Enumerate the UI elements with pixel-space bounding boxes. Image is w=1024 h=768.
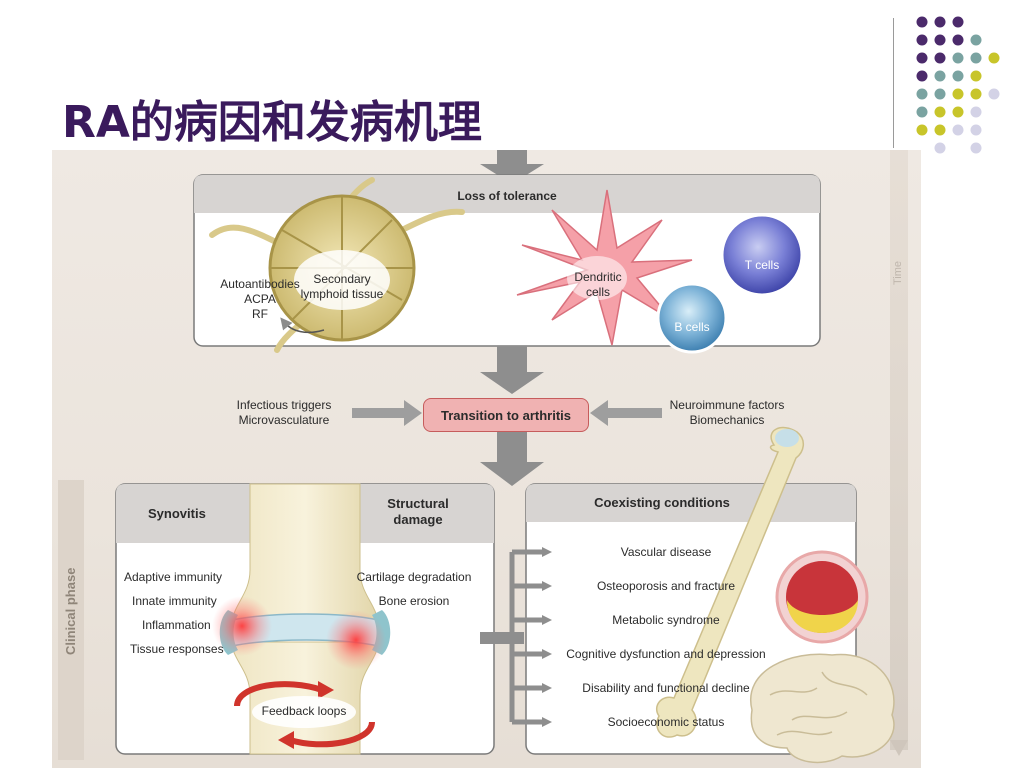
coexisting-branch-arrowheads — [542, 547, 552, 727]
title-divider-line — [893, 18, 894, 148]
structural-damage-header: Structural damage — [387, 496, 449, 527]
time-axis-bar — [890, 150, 908, 750]
dot-row-3 — [916, 52, 1000, 64]
clinical-phase-strip — [58, 480, 84, 760]
lymph-node-illustration — [209, 177, 465, 353]
neuroimmune-factors-label: Neuroimmune factors Biomechanics — [669, 398, 785, 427]
feedback-loops-label: Feedback loops — [261, 704, 347, 718]
arrow-to-coexisting — [480, 632, 524, 644]
feedback-loop-arrows — [234, 681, 375, 749]
synovitis-header: Synovitis — [148, 506, 206, 521]
dot-row-5 — [916, 88, 1000, 100]
dot-row-8 — [934, 142, 982, 154]
time-axis-label: Time — [892, 260, 904, 285]
diagram-graphics — [58, 150, 908, 764]
dot-row-4 — [916, 70, 982, 82]
synovitis-item-adaptive-immunity: Adaptive immunity — [124, 570, 223, 584]
artery-illustration — [775, 550, 869, 644]
synovitis-item-inflammation: Inflammation — [142, 618, 211, 632]
coexisting-item-socioeconomic-status: Socioeconomic status — [607, 715, 725, 729]
time-axis-arrow — [890, 740, 908, 756]
coexisting-item-osteoporosis: Osteoporosis and fracture — [596, 579, 736, 593]
dot-row-1 — [916, 16, 964, 28]
coexisting-conditions-header: Coexisting conditions — [594, 495, 730, 510]
structural-item-cartilage-degradation: Cartilage degradation — [356, 570, 472, 584]
dot-row-6 — [916, 106, 982, 118]
slide-title: RA的病因和发病机理 — [62, 97, 482, 148]
dot-row-7 — [916, 124, 982, 136]
loss-of-tolerance-header: Loss of tolerance — [457, 189, 557, 203]
coexisting-item-disability: Disability and functional decline — [582, 681, 750, 695]
arrow-top-in — [480, 150, 544, 184]
arrow-right-into-transition — [590, 400, 662, 426]
synovitis-item-tissue-responses: Tissue responses — [130, 642, 224, 656]
ra-pathogenesis-diagram: Loss of tolerance Autoantibodies ACPA RF… — [52, 150, 921, 768]
coexisting-item-metabolic-syndrome: Metabolic syndrome — [612, 613, 720, 627]
b-cells-label: B cells — [674, 320, 710, 334]
coexisting-item-cognitive-dysfunction: Cognitive dysfunction and depression — [566, 647, 766, 661]
clinical-phase-label: Clinical phase — [63, 567, 78, 655]
autoantibodies-label: Autoantibodies ACPA RF — [220, 277, 300, 321]
secondary-lymphoid-tissue-label: Secondary lymphoid tissue — [300, 272, 384, 301]
arrow-left-into-transition — [352, 400, 422, 426]
femur-illustration — [655, 426, 804, 738]
synovitis-item-innate-immunity: Innate immunity — [132, 594, 217, 608]
autoantibody-arrow — [280, 317, 325, 334]
structural-item-bone-erosion: Bone erosion — [378, 594, 450, 608]
coexisting-item-vascular-disease: Vascular disease — [620, 545, 712, 559]
arrow-to-clinical — [480, 432, 544, 486]
brain-illustration — [749, 653, 895, 764]
t-cell-illustration — [720, 213, 804, 297]
coexisting-branch-lines — [509, 549, 544, 725]
dendritic-cell-illustration — [516, 189, 693, 346]
decorative-dot-grid — [916, 16, 1000, 154]
infectious-triggers-label: Infectious triggers Microvasculature — [236, 398, 332, 427]
transition-to-arthritis-box: Transition to arthritis — [423, 398, 589, 432]
arrow-to-transition — [480, 346, 544, 394]
t-cells-label: T cells — [744, 258, 780, 272]
b-cell-illustration — [656, 282, 728, 354]
dendritic-cells-label: Dendritic cells — [574, 270, 622, 299]
dot-row-2 — [916, 34, 982, 46]
